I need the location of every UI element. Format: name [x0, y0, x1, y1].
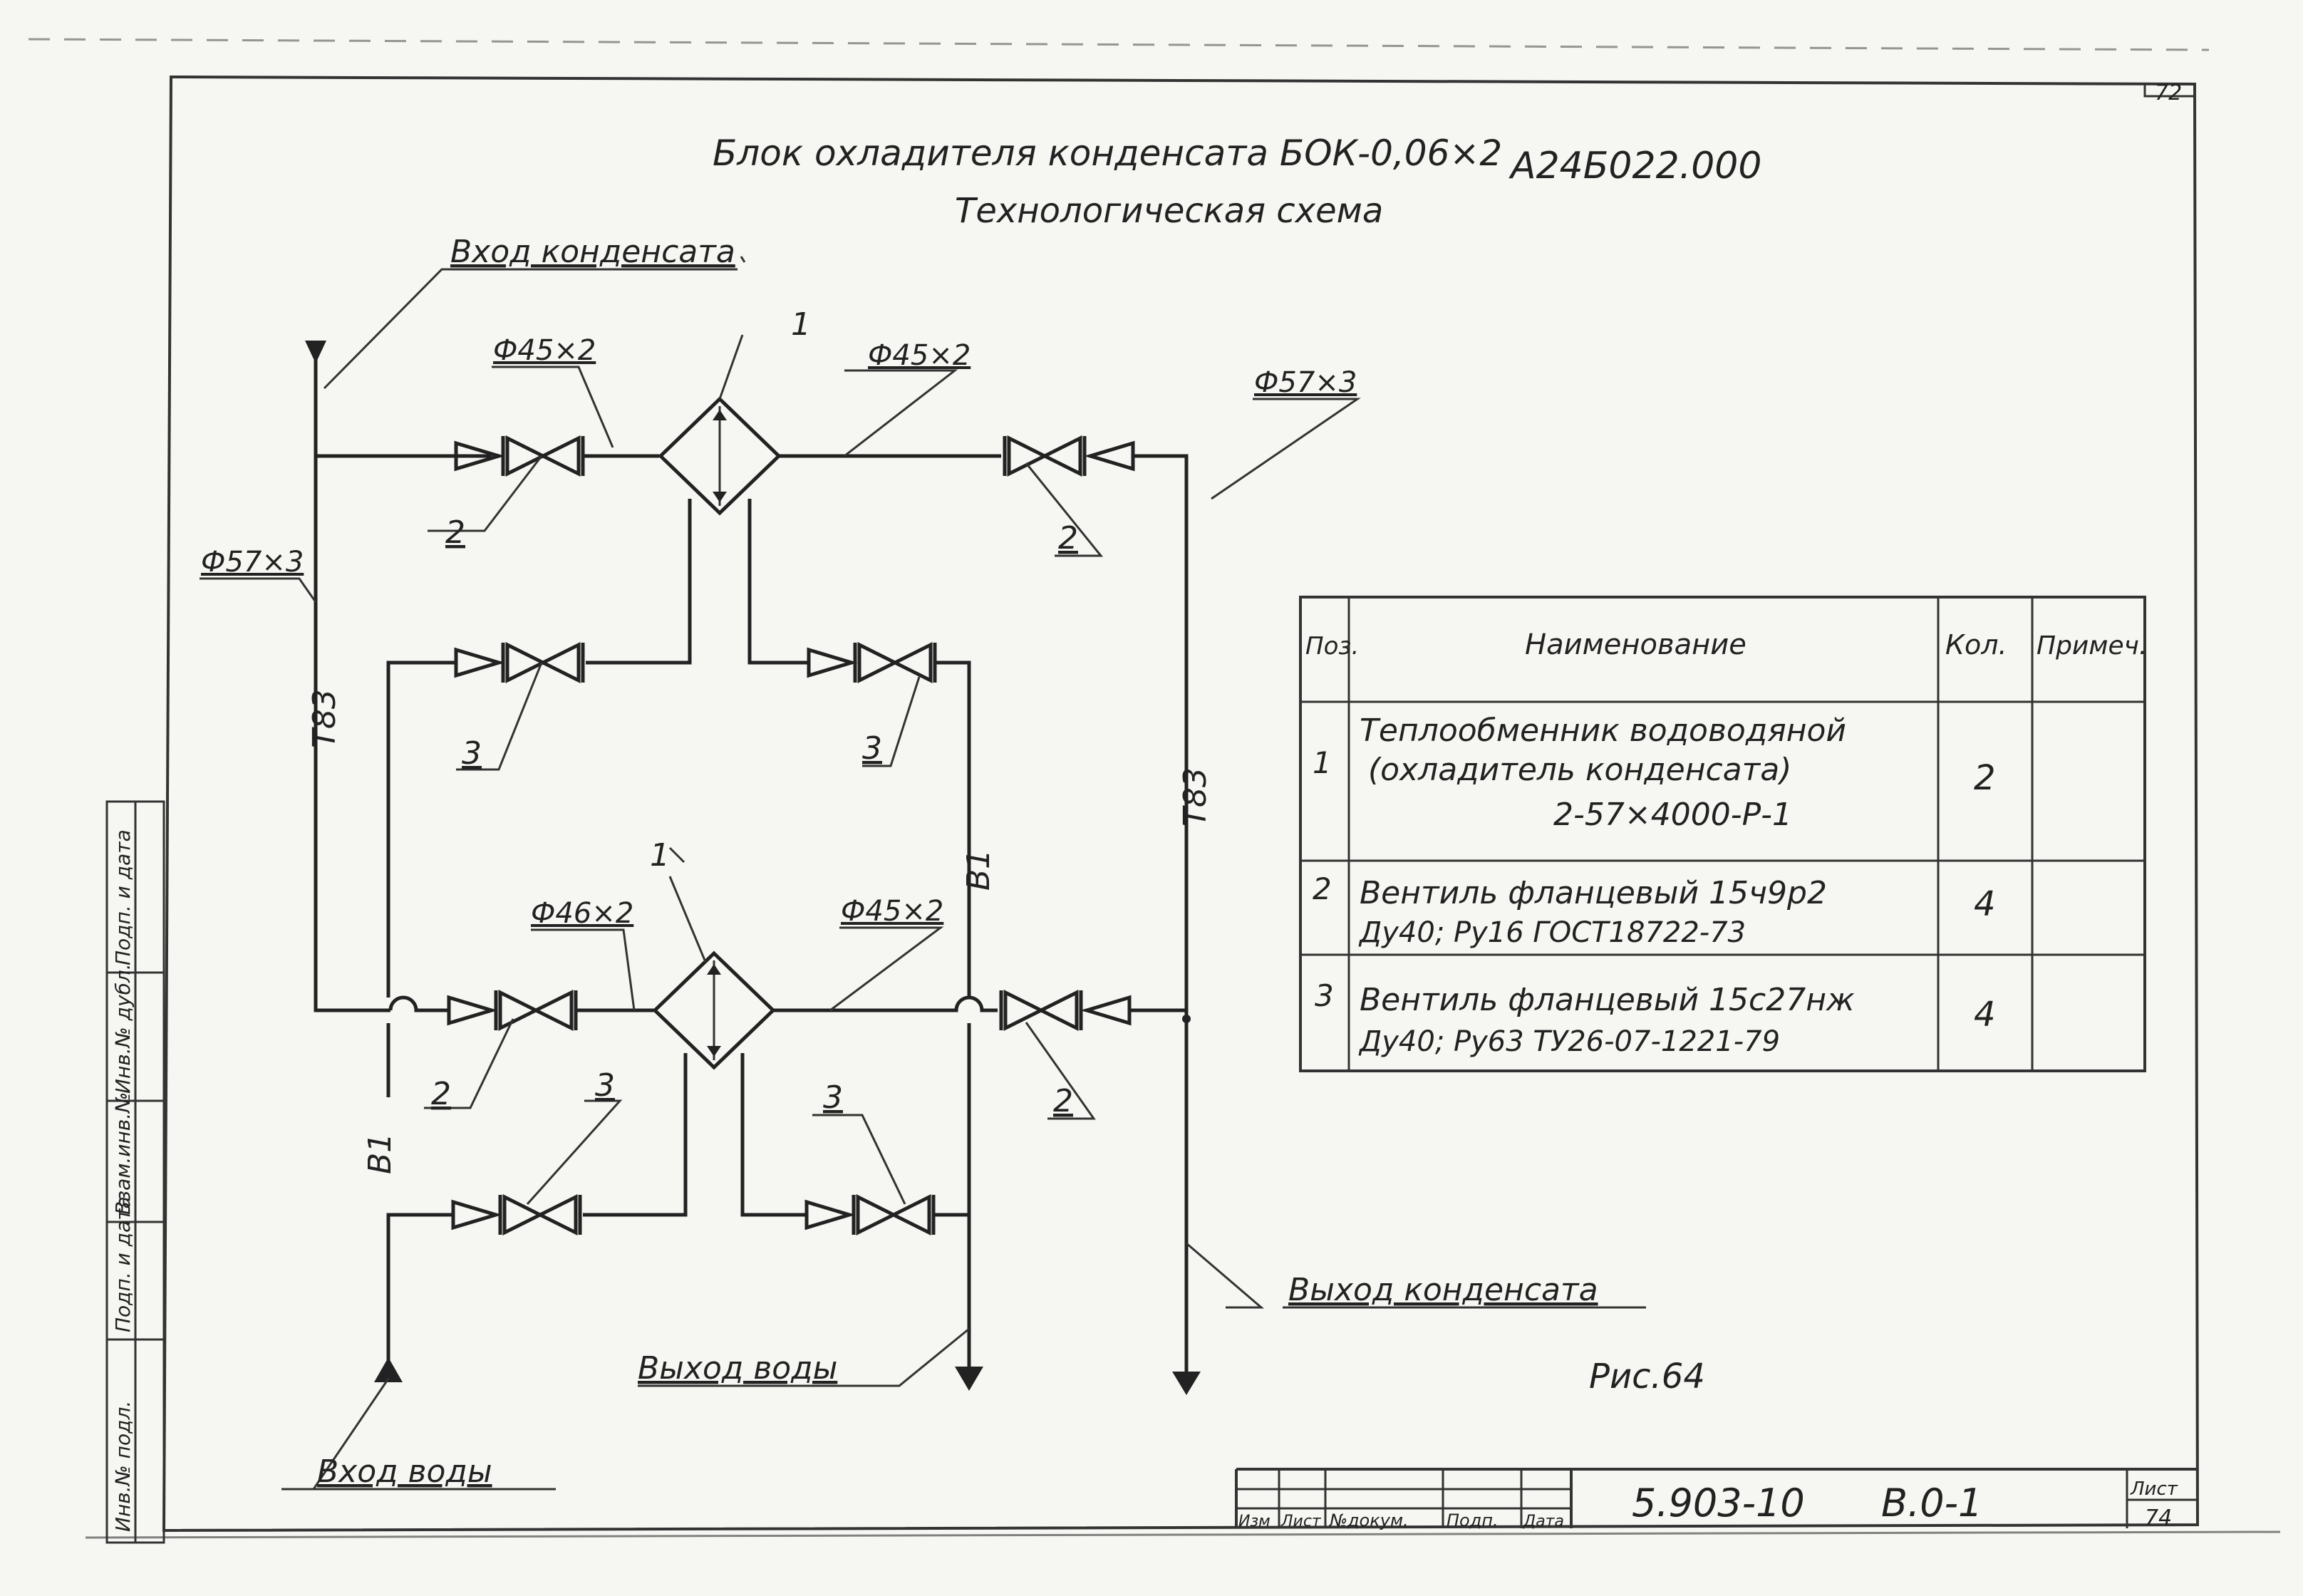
pos-1-upper: 1 — [791, 306, 811, 343]
pipe-lower-inlet — [388, 995, 449, 1012]
pipe-45x2-lower-out — [773, 995, 998, 1012]
label-condensate-inlet: Вход конденсата — [450, 234, 735, 270]
title-code: А24Б022.000 — [1508, 145, 1761, 187]
stamp-field-1: Инв.№ подл. — [111, 1401, 135, 1532]
label-pipe-57x3-left: Ф57×3 — [201, 546, 304, 579]
tb-col-date: Дата — [1523, 1513, 1564, 1530]
water-inlet-marker — [374, 1357, 403, 1382]
spec-row3-name-1: Вентиль фланцевый 15с27нж — [1360, 982, 1855, 1018]
pipe-b1-upper-right — [935, 660, 971, 998]
spec-header-note: Примеч. — [2037, 631, 2147, 660]
spec-row1-pos: 1 — [1313, 745, 1332, 780]
heat-exchanger-1-lower — [652, 950, 776, 1070]
piping-scheme — [305, 341, 1201, 1395]
pipe-b1-water-inlet — [386, 1213, 453, 1372]
pos-3-upper-right: 3 — [862, 730, 882, 767]
spec-row2-qty: 4 — [1974, 884, 1996, 924]
pipe-upper-water-in-branch — [747, 499, 809, 665]
label-condensate-outlet: Выход конденсата — [1288, 1272, 1598, 1308]
pos-1-lower: 1 — [650, 837, 670, 874]
stamp-field-4: Инв.№ дубл. — [111, 963, 135, 1094]
label-water-inlet: Вход воды — [317, 1454, 492, 1490]
pos-2-upper-right: 2 — [1058, 520, 1078, 556]
pipe-t83-outlet — [1133, 454, 1189, 1379]
title-line2: Технологическая схема — [955, 191, 1383, 231]
label-pipe-45x2-upper-left: Ф45×2 — [493, 334, 596, 367]
label-pipe-46x2-lower: Ф46×2 — [531, 897, 633, 930]
drawing-frame — [28, 38, 2281, 1539]
label-water-outlet: Выход воды — [638, 1350, 837, 1387]
pipe-b1-upper-left — [386, 660, 456, 998]
tb-doc-number: 5.903-10 — [1632, 1481, 1805, 1525]
tb-sheet-label: Лист — [2130, 1478, 2178, 1500]
title-block — [1235, 1468, 2198, 1528]
label-t83-left: Т83 — [306, 689, 343, 748]
tb-col-sign: Подп. — [1447, 1510, 1499, 1530]
spec-row2-name-1: Вентиль фланцевый 15ч9р2 — [1360, 875, 1827, 911]
side-stamp: Инв.№ подл. Подп. и дата Взам.инв.№ Инв.… — [105, 800, 165, 1544]
pos-2-lower-right: 2 — [1053, 1083, 1073, 1119]
pipe-t83-inlet — [314, 356, 390, 1012]
pos-3-lower-left: 3 — [595, 1067, 615, 1104]
tb-sheet-value: 74 — [2145, 1506, 2172, 1530]
tb-section: В.0-1 — [1881, 1481, 1982, 1525]
spec-row1-name-1: Теплообменник водоводяной — [1360, 712, 1846, 749]
stamp-field-5: Подп. и дата — [111, 829, 135, 965]
spec-header-qty: Кол. — [1945, 629, 2007, 660]
sheet-number: 72 — [2155, 81, 2182, 105]
spec-table — [1299, 596, 2146, 1072]
spec-row3-pos: 3 — [1315, 978, 1334, 1013]
water-outlet-marker — [955, 1367, 983, 1391]
tb-col-list: Лист — [1280, 1513, 1322, 1530]
pos-3-lower-right: 3 — [823, 1079, 843, 1116]
label-b1-right: В1 — [961, 849, 997, 891]
label-pipe-45x2-lower: Ф45×2 — [841, 895, 943, 928]
spec-row1-name-2: (охладитель конденсата) — [1368, 752, 1791, 788]
tb-col-izm: Изм — [1238, 1513, 1270, 1530]
pos-2-lower-left: 2 — [431, 1076, 451, 1112]
spec-row2-name-2: Ду40; Ру16 ГОСТ18722-73 — [1358, 916, 1746, 949]
leader-lines — [200, 256, 1646, 1491]
condensate-inlet-marker — [305, 341, 326, 363]
pipe-lower-water-in-branch — [740, 1053, 807, 1217]
tb-col-doc: №докум. — [1328, 1510, 1409, 1530]
heat-exchanger-1-upper — [658, 396, 782, 516]
condensate-outlet-marker — [1172, 1372, 1201, 1395]
title-line1: Блок охладителя конденсата БОК-0,06×2 — [713, 133, 1502, 174]
pipe-upper-water-out-branch — [586, 499, 692, 665]
stamp-field-3: Взам.инв.№ — [111, 1092, 135, 1215]
label-b1-left: В1 — [362, 1133, 398, 1174]
pos-2-upper-left: 2 — [445, 514, 465, 551]
spec-row1-qty: 2 — [1974, 758, 1996, 798]
stamp-field-2: Подп. и дата — [111, 1196, 135, 1332]
spec-row3-qty: 4 — [1974, 995, 1996, 1035]
pos-3-upper-left: 3 — [462, 735, 482, 772]
spec-row2-pos: 2 — [1313, 871, 1332, 906]
valve-3-lower-right — [804, 1193, 936, 1236]
figure-caption: Рис.64 — [1589, 1357, 1705, 1396]
spec-row1-name-3: 2-57×4000-Р-1 — [1553, 797, 1792, 833]
spec-row3-name-2: Ду40; Ру63 ТУ26-07-1221-79 — [1358, 1025, 1780, 1058]
label-pipe-45x2-upper-right: Ф45×2 — [868, 339, 971, 372]
pipe-lower-water-out-branch — [583, 1053, 688, 1217]
spec-header-pos: Поз. — [1305, 632, 1359, 660]
valve-3-lower-left — [451, 1193, 582, 1236]
label-pipe-57x3-right: Ф57×3 — [1254, 366, 1357, 399]
label-t83-right: Т83 — [1177, 767, 1213, 826]
spec-header-name: Наименование — [1525, 628, 1746, 661]
